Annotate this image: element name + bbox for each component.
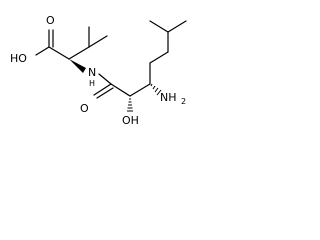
hydroxyl-label: OH	[122, 114, 139, 127]
hydroxyl-acid-label: HO	[10, 52, 27, 65]
bond-acid-c-alpha	[48, 46, 70, 60]
bond-ch-me3	[149, 20, 169, 33]
wedge-alpha-n	[69, 59, 86, 73]
amine-subscript: 2	[181, 97, 186, 106]
carbonyl-amide-label: O	[80, 102, 89, 115]
bond-alpha-ch	[68, 46, 90, 60]
amine-label: NH	[160, 91, 177, 104]
bond-acid-c-oh	[35, 46, 50, 56]
bond-ch-me4	[167, 20, 187, 33]
hash-choh-oh	[127, 98, 133, 112]
bond-choh-chnh2	[129, 83, 151, 97]
carbonyl-acid-label: O	[46, 14, 55, 27]
bond-amide-c-choh	[110, 83, 131, 97]
hash-chnh2-nh2	[150, 83, 162, 96]
bond-ch-me2	[88, 35, 108, 48]
amide-n-label: N	[88, 66, 96, 79]
bond-n-amide-c	[98, 73, 112, 85]
molecule-structure: HO O N H O OH NH 2	[10, 14, 187, 127]
bond-amide-c-o-1	[93, 83, 112, 96]
bond-amide-c-o-2	[96, 87, 114, 99]
bond-ch2a-ch2b	[149, 51, 169, 64]
amide-h-label: H	[89, 79, 95, 88]
